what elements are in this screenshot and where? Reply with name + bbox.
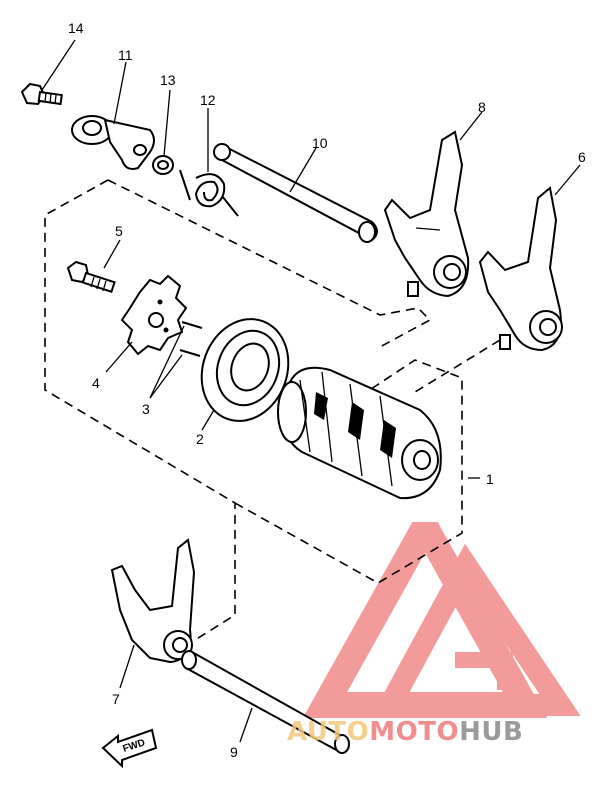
callout-4: 4: [92, 375, 100, 391]
callout-5: 5: [115, 223, 123, 239]
callout-10: 10: [312, 135, 328, 151]
washer-13: [152, 155, 174, 175]
callout-14: 14: [68, 20, 84, 36]
watermark-logo: [302, 522, 581, 718]
callout-12: 12: [200, 92, 216, 108]
callout-7: 7: [112, 691, 120, 707]
shift-fork-shaft-9: [181, 650, 350, 754]
front-direction-arrow: FWD: [101, 728, 158, 769]
shift-drum-1: [277, 366, 442, 500]
bolt-14: [20, 82, 63, 106]
watermark-hub: HUB: [459, 717, 523, 747]
watermark-text: AUTOMOTOHUB: [287, 717, 523, 747]
shift-fork-8: [383, 130, 470, 298]
leader-lines: [41, 39, 581, 743]
pins-3: [179, 321, 203, 357]
callout-11: 11: [118, 47, 133, 63]
callout-1: 1: [486, 471, 494, 487]
bearing-2: [200, 318, 290, 422]
shift-fork-6: [478, 186, 563, 352]
callout-2: 2: [196, 431, 204, 447]
watermark-auto: AUTO: [287, 717, 369, 747]
shift-fork-shaft-10: [213, 143, 378, 243]
shift-fork-7: [110, 538, 196, 664]
watermark-moto: MOTO: [369, 717, 459, 747]
shift-drum-segment-4: [120, 274, 188, 356]
spring-12: [179, 169, 239, 217]
shift-arm-11: [71, 115, 155, 170]
callout-6: 6: [578, 149, 586, 165]
svg-text:AUTOMOTOHUB: AUTOMOTOHUB: [287, 717, 523, 747]
callout-labels: 14 11 13 12 10 8 6 5 4 3 2 1 7 9: [68, 20, 586, 760]
callout-3: 3: [142, 401, 150, 417]
callout-9: 9: [230, 744, 238, 760]
callout-13: 13: [160, 72, 176, 88]
callout-8: 8: [478, 99, 486, 115]
bolt-5: [66, 260, 116, 294]
